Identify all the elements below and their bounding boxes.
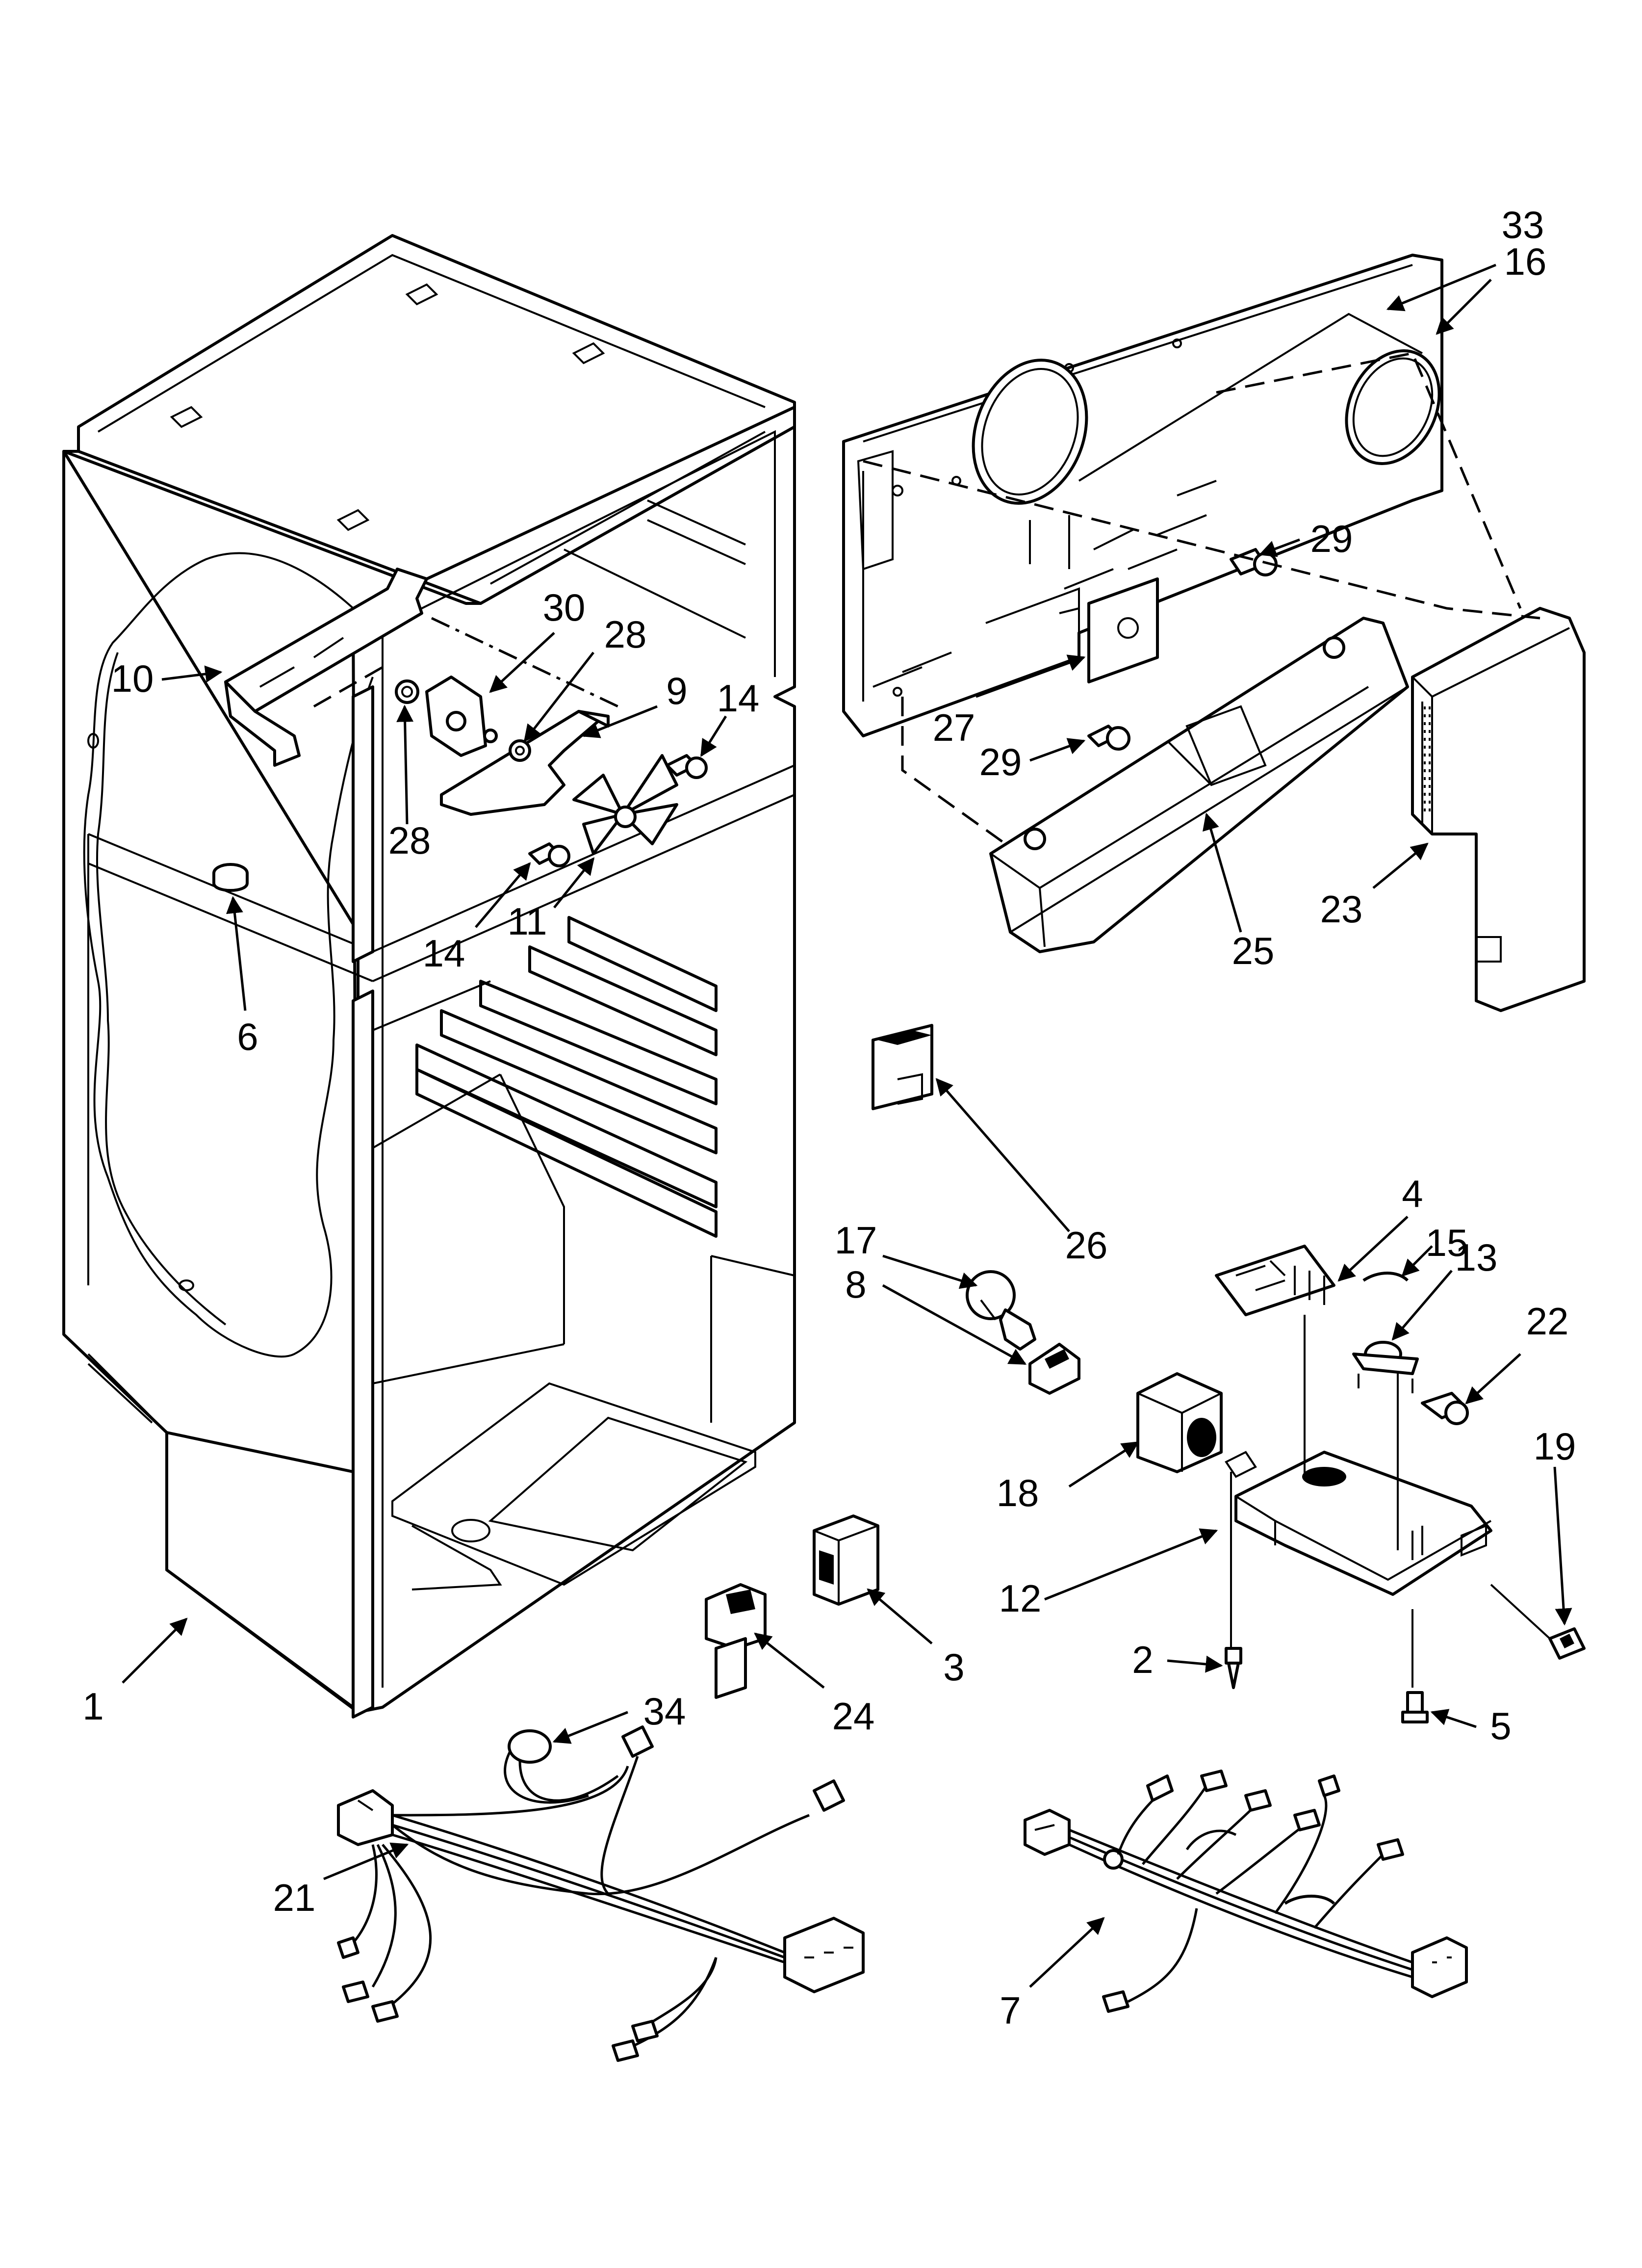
callout-9: 9 — [666, 669, 687, 712]
callout-4: 4 — [1402, 1172, 1423, 1215]
grommet-28-upper — [395, 679, 419, 704]
harness-7 — [1024, 1770, 1468, 2013]
callout-10: 10 — [111, 657, 154, 700]
callout-labels: 1 2 3 4 5 6 7 8 9 10 11 12 13 14 14 15 1… — [82, 203, 1576, 2032]
duct-23 — [1411, 607, 1586, 1012]
callout-6: 6 — [237, 1015, 258, 1058]
callout-23: 23 — [1320, 887, 1363, 931]
plug-6 — [212, 863, 249, 892]
grommet-28-lower — [509, 739, 531, 762]
screw-5 — [1401, 1691, 1429, 1723]
control-housing-12 — [1225, 1451, 1492, 1596]
back-panel-16 — [842, 254, 1443, 737]
callout-13: 13 — [1455, 1236, 1498, 1279]
callout-14-upper: 14 — [717, 677, 760, 720]
callout-3: 3 — [943, 1645, 964, 1689]
screw-14-upper — [666, 754, 708, 779]
lamp-shield-18 — [1136, 1372, 1223, 1473]
callout-26: 26 — [1065, 1224, 1108, 1267]
control-board-4 — [1215, 1245, 1335, 1316]
fan-motor-30 — [425, 676, 498, 757]
callout-2: 2 — [1132, 1638, 1153, 1681]
shroud-ring-33 — [1345, 349, 1441, 465]
callout-34: 34 — [643, 1690, 686, 1733]
duct-cover-25 — [989, 617, 1409, 953]
screw-14-lower — [528, 842, 570, 867]
callout-30: 30 — [543, 586, 586, 629]
bulb-17 — [966, 1270, 1036, 1351]
callout-25: 25 — [1232, 929, 1275, 972]
fan-blade-11 — [572, 754, 678, 855]
connector-24 — [705, 1583, 767, 1699]
harness-21 — [337, 1725, 865, 2062]
sensor-34 — [504, 1729, 619, 1804]
callout-15: 15 — [1426, 1221, 1468, 1264]
callout-8: 8 — [845, 1263, 866, 1306]
liner-cabinet — [62, 234, 796, 1719]
callout-19: 19 — [1534, 1425, 1576, 1468]
leader-lines — [122, 263, 1572, 1988]
clip-19 — [1548, 1627, 1586, 1660]
callout-17: 17 — [835, 1219, 877, 1262]
callout-21: 21 — [273, 1876, 316, 1919]
callout-28-upper: 28 — [604, 613, 647, 656]
callout-28-lower: 28 — [388, 819, 431, 862]
connector-3 — [813, 1514, 879, 1606]
callout-33: 33 — [1502, 203, 1544, 246]
fan-ring-opening — [972, 359, 1088, 505]
callout-18: 18 — [997, 1471, 1039, 1514]
knob-22 — [1421, 1392, 1469, 1425]
socket-8 — [1028, 1343, 1080, 1395]
callout-29-upper: 29 — [1310, 517, 1353, 560]
callout-22: 22 — [1526, 1300, 1569, 1343]
screw-29-lower — [1087, 725, 1130, 751]
relay-26 — [872, 1024, 933, 1110]
callout-16: 16 — [1504, 240, 1547, 283]
callout-29-lower: 29 — [979, 740, 1022, 783]
callout-5: 5 — [1490, 1704, 1511, 1747]
callout-1: 1 — [82, 1685, 103, 1728]
callout-24: 24 — [832, 1694, 875, 1738]
bracket-10 — [224, 568, 428, 767]
callout-27: 27 — [933, 706, 975, 749]
screw-2 — [1225, 1647, 1242, 1689]
callout-14-lower: 14 — [423, 932, 465, 975]
callout-12: 12 — [999, 1577, 1042, 1620]
callout-11: 11 — [508, 900, 547, 943]
thermostat-13 — [1352, 1341, 1419, 1393]
callout-7: 7 — [1000, 1989, 1021, 2032]
